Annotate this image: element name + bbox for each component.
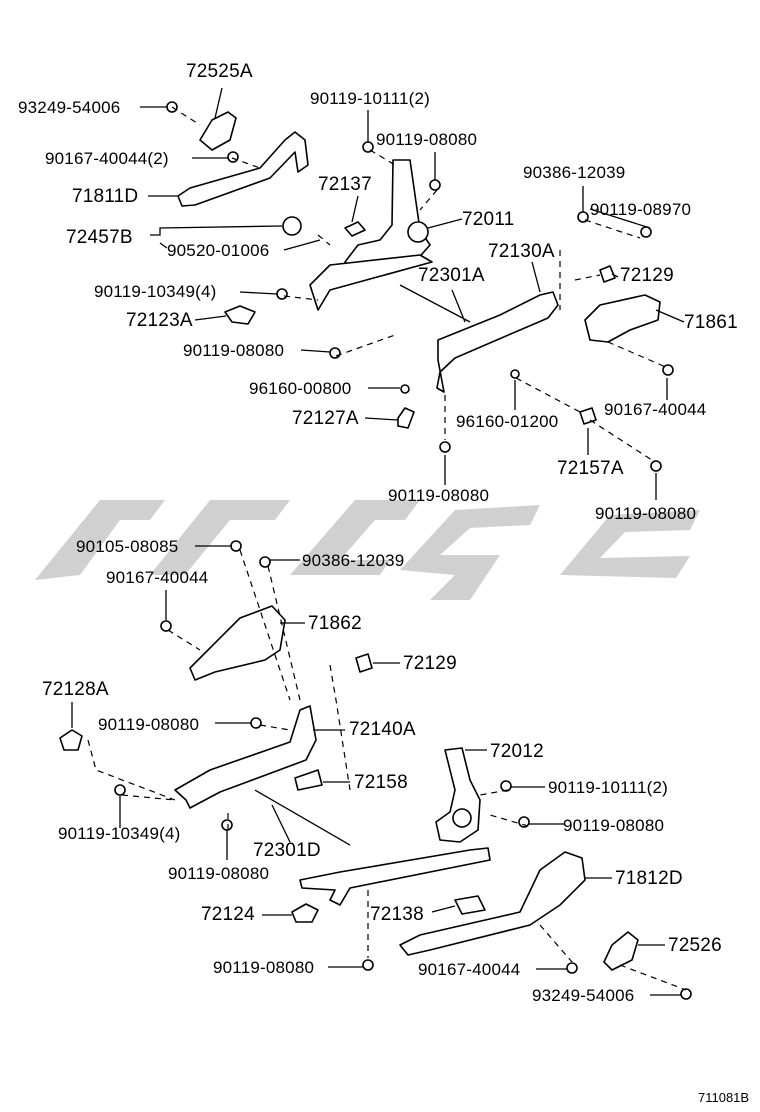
label-90119-10111-2-top: 90119-10111(2) <box>310 89 430 108</box>
label-71861: 71861 <box>684 312 738 333</box>
label-72123A: 72123A <box>126 310 193 331</box>
label-90386-12039-mid: 90386-12039 <box>302 551 405 570</box>
part-72130A <box>436 291 559 393</box>
label-93249-54006-top: 93249-54006 <box>18 98 121 117</box>
label-90119-08080-d: 90119-08080 <box>595 504 697 523</box>
label-72124: 72124 <box>201 904 255 925</box>
label-72301D: 72301D <box>253 840 321 861</box>
label-93249-54006-bot: 93249-54006 <box>532 986 635 1005</box>
part-71812D <box>399 851 586 956</box>
label-90119-08970: 90119-08970 <box>590 200 692 219</box>
part-72128A <box>59 729 83 751</box>
rail-bottom-right <box>299 847 491 906</box>
label-90386-12039-top: 90386-12039 <box>523 163 626 182</box>
part-71811D <box>177 131 309 207</box>
label-90119-10349-4-bot: 90119-10349(4) <box>58 824 181 843</box>
label-90105-08085: 90105-08085 <box>76 537 179 556</box>
part-71861 <box>584 294 661 343</box>
label-90119-10111-2-bot: 90119-10111(2) <box>548 778 668 797</box>
watermark-logo <box>35 500 700 600</box>
top-assembly <box>140 87 685 500</box>
figure-reference: 711081B <box>698 1090 750 1105</box>
label-90119-08080-e: 90119-08080 <box>98 715 200 734</box>
label-96160-00800: 96160-00800 <box>249 379 352 398</box>
label-72130A: 72130A <box>488 241 555 262</box>
part-72140A <box>174 705 317 809</box>
label-72137: 72137 <box>318 174 372 195</box>
label-90119-08080-h: 90119-08080 <box>213 958 315 977</box>
part-72129-mid <box>355 653 373 673</box>
label-71812D: 71812D <box>615 868 683 889</box>
label-96160-01200: 96160-01200 <box>456 412 559 431</box>
label-90119-10349-4-top: 90119-10349(4) <box>94 282 217 301</box>
label-72526: 72526 <box>668 935 722 956</box>
label-90119-08080-b: 90119-08080 <box>183 341 285 360</box>
part-72138 <box>454 895 486 915</box>
label-72457B: 72457B <box>66 227 133 248</box>
label-71862: 71862 <box>308 613 362 634</box>
label-72128A: 72128A <box>42 679 109 700</box>
label-72011: 72011 <box>462 209 515 230</box>
part-72526 <box>603 931 639 971</box>
label-71811D: 71811D <box>72 186 139 207</box>
label-72140A: 72140A <box>349 719 416 740</box>
label-90119-08080-g: 90119-08080 <box>168 864 270 883</box>
part-72158 <box>294 769 323 791</box>
label-72525A: 72525A <box>186 61 253 82</box>
bottom-assembly <box>59 540 692 1000</box>
part-71862 <box>189 605 286 681</box>
label-72138: 72138 <box>370 904 424 925</box>
label-90119-08080-c: 90119-08080 <box>388 486 490 505</box>
label-90167-40044-bot: 90167-40044 <box>418 960 521 979</box>
part-72457B <box>282 216 302 236</box>
part-72129-top <box>599 265 616 283</box>
label-90167-40044-2: 90167-40044(2) <box>45 149 169 168</box>
label-90167-40044-right: 90167-40044 <box>604 400 707 419</box>
part-72127A <box>397 407 415 429</box>
part-72525A <box>199 111 237 151</box>
label-90520-01006: 90520-01006 <box>167 241 270 260</box>
part-72157A <box>579 407 597 425</box>
label-72158: 72158 <box>354 772 408 793</box>
label-72012: 72012 <box>490 741 544 762</box>
label-90119-08080-a: 90119-08080 <box>376 130 478 149</box>
part-72137 <box>344 221 366 237</box>
label-90167-40044-mid: 90167-40044 <box>106 568 209 587</box>
label-72129-mid: 72129 <box>403 653 457 674</box>
label-72157A: 72157A <box>557 458 624 479</box>
rail-top-left <box>309 254 433 311</box>
label-72129-top: 72129 <box>620 265 674 286</box>
part-72012 <box>435 747 481 843</box>
label-72301A: 72301A <box>418 265 485 286</box>
label-72127A: 72127A <box>292 408 359 429</box>
part-72124 <box>291 903 319 923</box>
part-72123A <box>224 305 256 325</box>
label-90119-08080-f: 90119-08080 <box>563 816 665 835</box>
